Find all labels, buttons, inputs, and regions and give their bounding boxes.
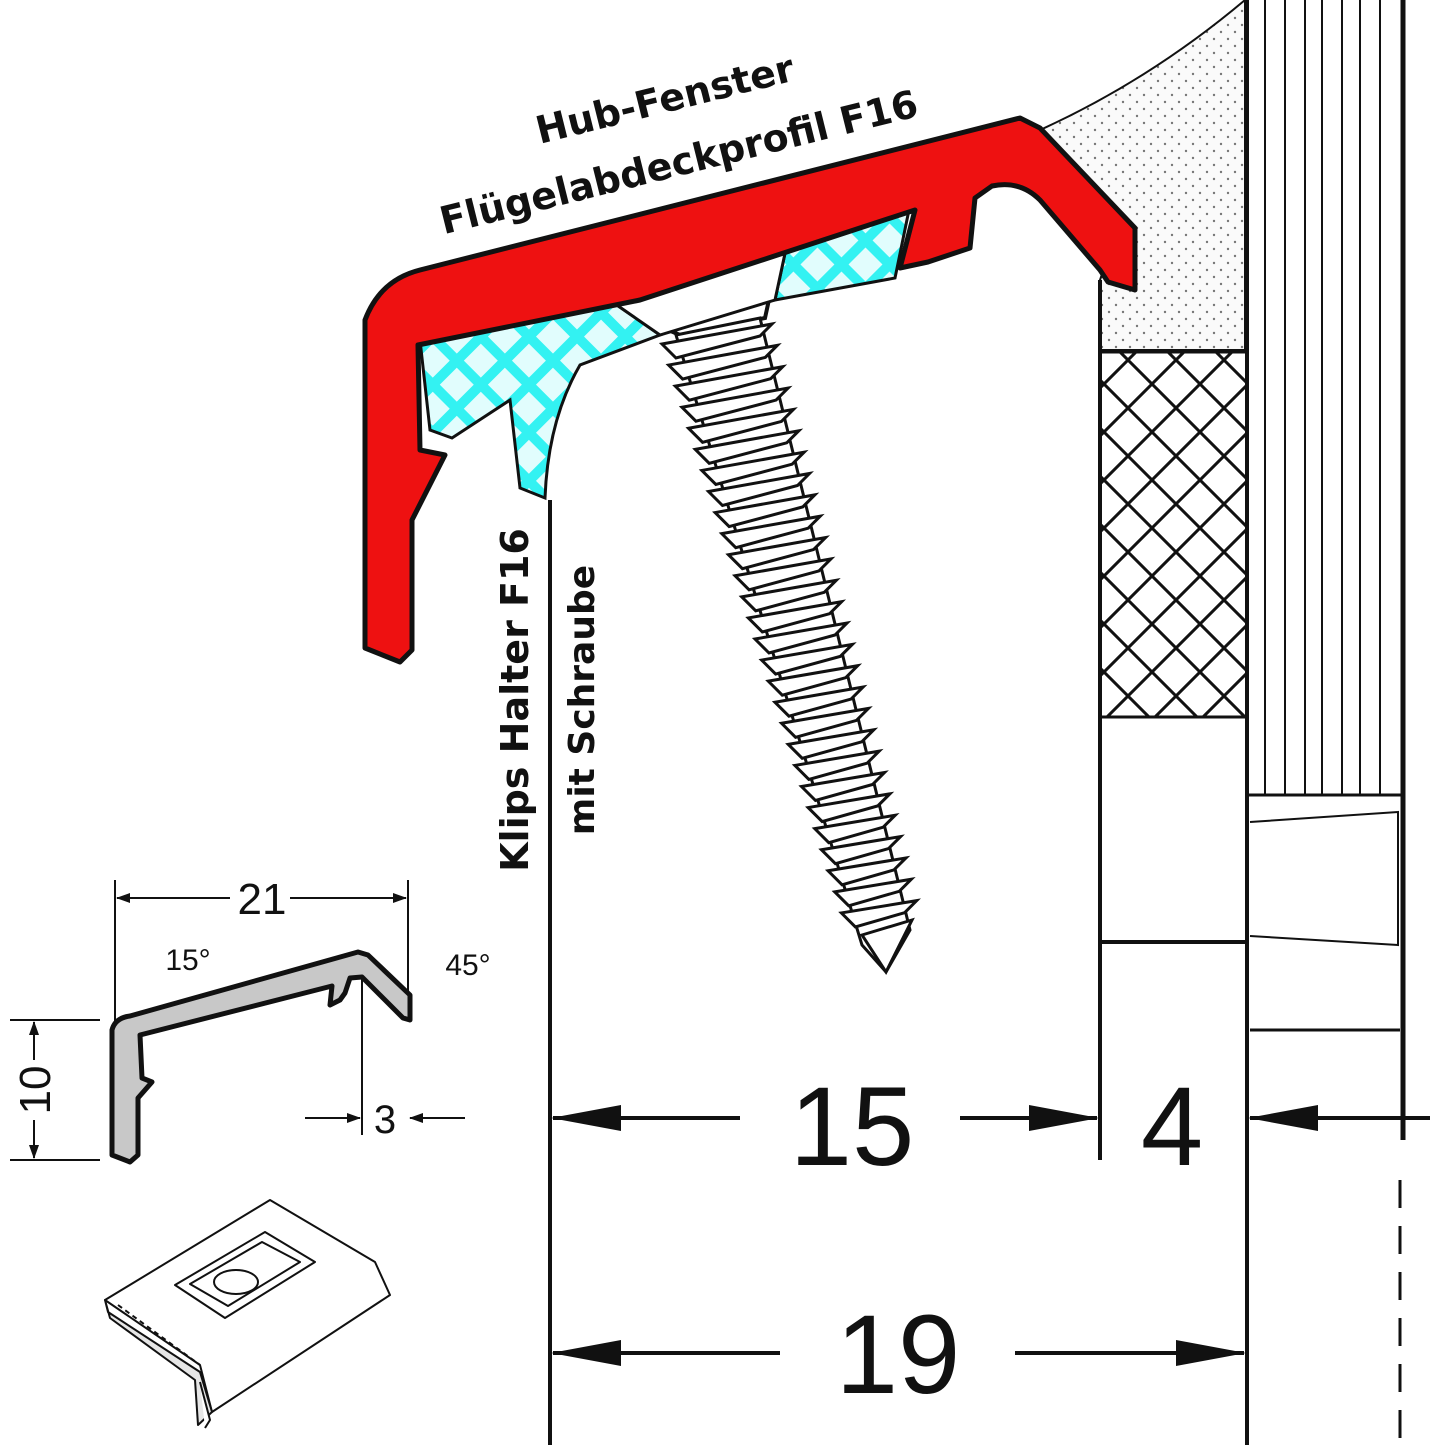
sketch-height-label: 10 — [11, 1066, 60, 1115]
screw-thread-ridge — [725, 535, 830, 571]
screw-thread-ridge — [791, 748, 884, 782]
profile-sketch-shape — [109, 949, 413, 1165]
dimension-19: 19 — [836, 1292, 961, 1417]
screw-thread-ridge — [778, 706, 873, 739]
screw-threads — [658, 321, 921, 929]
screw-thread-ridge — [838, 898, 921, 929]
screw-thread-ridge — [758, 642, 857, 676]
screw-thread-ridge — [685, 407, 798, 444]
screw — [633, 256, 921, 976]
sketch-width-label: 21 — [238, 875, 287, 924]
screw-thread-ridge — [751, 620, 852, 655]
screw-thread-ridge — [738, 577, 841, 613]
screw-thread-ridge — [712, 492, 820, 529]
screw-thread-ridge — [818, 834, 905, 866]
sketch-angle-top: 15° — [165, 944, 210, 977]
screw-thread-ridge — [658, 321, 777, 360]
screw-thread-ridge — [811, 812, 900, 845]
clip-label-line2: mit Schraube — [562, 565, 603, 835]
crosshatch-block — [1098, 350, 1249, 719]
cover-profile-red — [362, 115, 1138, 665]
insulation-area — [1038, 0, 1246, 351]
screw-thread-ridge — [765, 663, 863, 697]
screw-thread-ridge — [692, 428, 804, 466]
wood-grain — [1264, 0, 1381, 795]
sketch-lip-label: 3 — [374, 1098, 396, 1142]
screw-thread-ridge — [771, 684, 868, 718]
screw-thread-ridge — [718, 513, 825, 550]
screw-thread-ridge — [805, 791, 895, 824]
dimension-15: 15 — [790, 1064, 915, 1189]
screw-thread-ridge — [831, 877, 916, 908]
clip-label-line1: Klips Halter F16 — [493, 528, 537, 872]
screw-thread-ridge — [665, 343, 782, 381]
screw-thread-ridge — [678, 385, 793, 423]
screw-thread-ridge — [798, 770, 889, 803]
screw-thread-ridge — [785, 727, 879, 761]
screw-thread-ridge — [672, 364, 788, 402]
screw-thread-ridge — [745, 599, 847, 634]
clip-3d-drawing — [104, 1199, 391, 1429]
dimension-4: 4 — [1141, 1064, 1203, 1189]
sketch-angle-end: 45° — [445, 949, 490, 982]
screw-thread-ridge — [731, 556, 836, 592]
screw-thread-ridge — [705, 471, 814, 508]
profile-sketch — [10, 880, 465, 1165]
screw-thread-ridge — [698, 449, 809, 487]
dimension-lines — [551, 1105, 1430, 1366]
screw-thread-ridge — [824, 855, 911, 887]
window-frame — [1038, 0, 1406, 1445]
screw-tip — [859, 917, 915, 976]
clip-body — [418, 290, 664, 501]
